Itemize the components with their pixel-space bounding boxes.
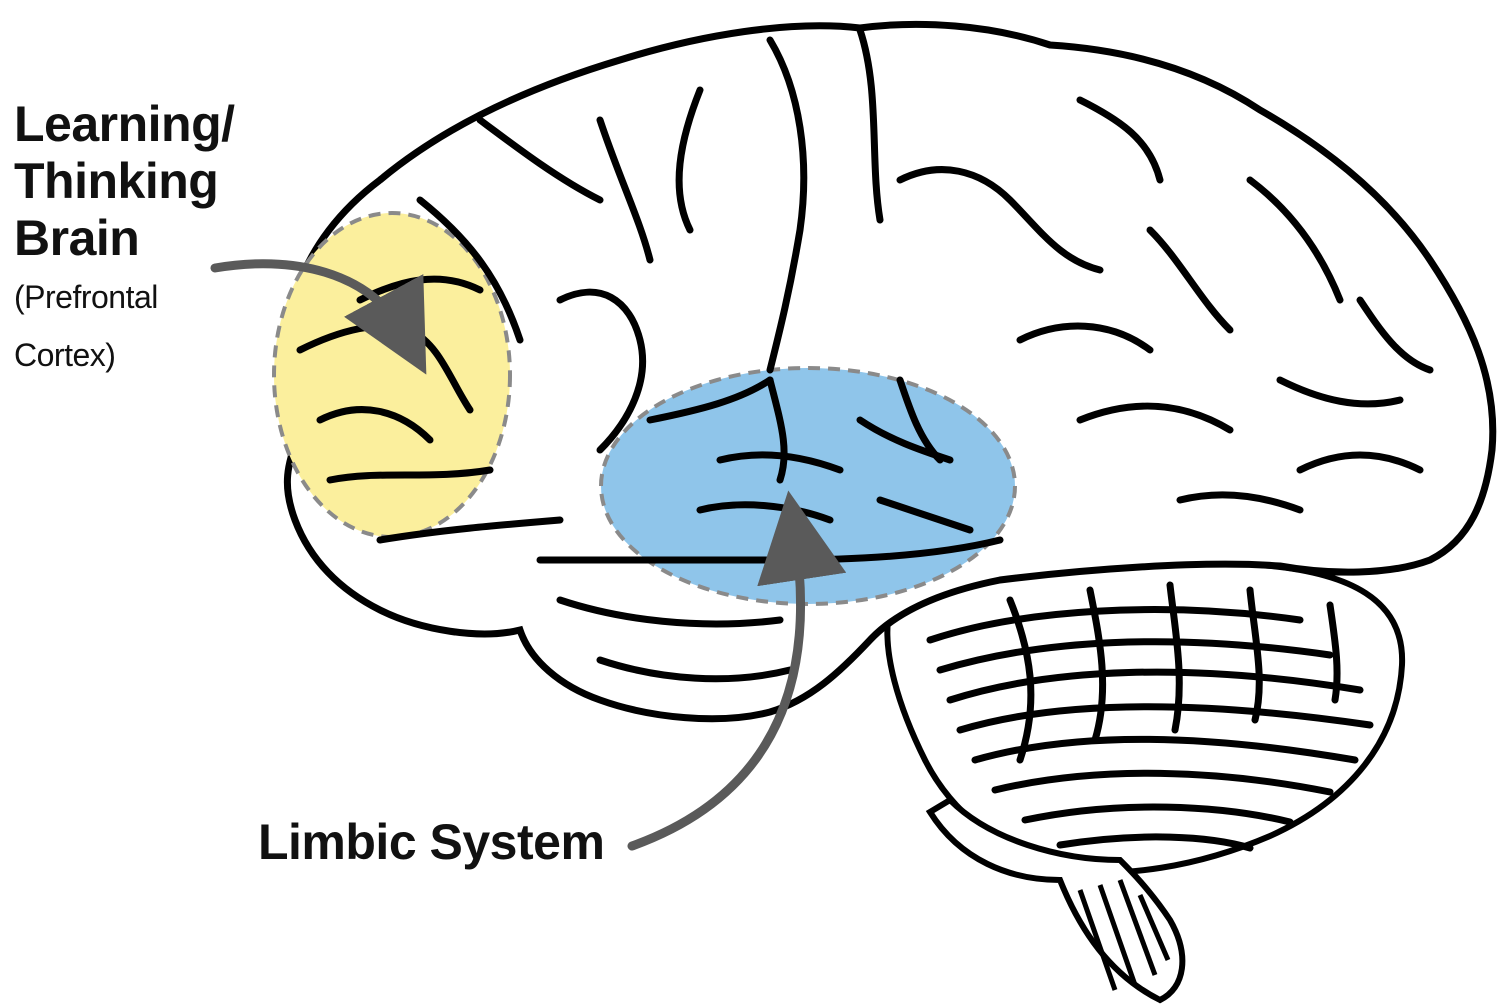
prefrontal-sub-line-2: Cortex) (14, 325, 314, 385)
limbic-system-label: Limbic System (258, 812, 604, 872)
prefrontal-sub-line-1: (Prefrontal (14, 267, 314, 327)
prefrontal-label-line-1: Learning/ (14, 96, 314, 153)
prefrontal-cortex-label: Learning/ Thinking Brain (Prefrontal Cor… (14, 96, 314, 385)
prefrontal-label-line-3: Brain (14, 210, 314, 267)
limbic-system-highlight (601, 368, 1015, 604)
prefrontal-label-line-2: Thinking (14, 153, 314, 210)
